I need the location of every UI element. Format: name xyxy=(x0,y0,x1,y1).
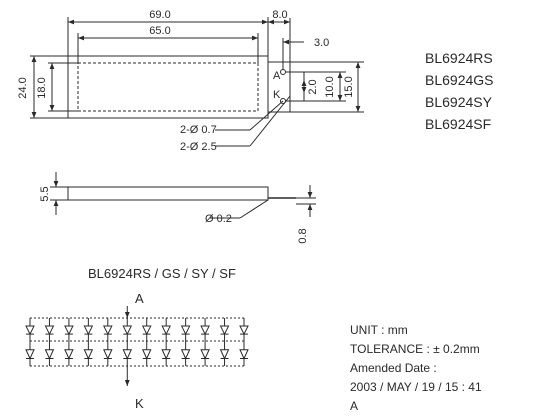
pin-diameter-callout: Ø 0.2 xyxy=(205,213,232,225)
dim-width-inner: 65.0 xyxy=(149,25,170,37)
led-diode-icon xyxy=(200,349,210,360)
side-view-body xyxy=(67,186,269,201)
hole-large-callout: 2-Ø 2.5 xyxy=(180,141,217,153)
dim-tab-width: 8.0 xyxy=(272,9,287,21)
dim-pin-span: 10.0 xyxy=(324,76,336,97)
led-diode-icon xyxy=(103,325,113,336)
model-list: BL6924RS BL6924GS BL6924SY BL6924SF xyxy=(425,50,494,132)
led-diode-icon xyxy=(44,349,55,360)
led-diode-icon xyxy=(44,325,55,336)
top-view-outer-outline xyxy=(67,55,269,119)
top-view-inner-window xyxy=(77,62,259,112)
led-diode-icon xyxy=(180,349,191,360)
dim-pin-span-inner: 2.0 xyxy=(307,79,319,94)
led-diode-icon xyxy=(64,325,74,336)
dim-height-outer: 24.0 xyxy=(17,77,29,98)
pin-tab xyxy=(267,61,291,113)
revision-letter: A xyxy=(350,399,358,413)
led-diode-icon xyxy=(83,325,94,336)
led-diode-icon xyxy=(25,325,35,336)
anode-label: A xyxy=(135,291,144,306)
led-diode-icon xyxy=(141,325,152,336)
cathode-label: K xyxy=(135,396,144,411)
led-circuit xyxy=(25,306,249,386)
dim-pin-span-outer: 15.0 xyxy=(343,76,355,97)
led-diode-icon xyxy=(219,349,230,360)
circuit-title: BL6924RS / GS / SY / SF xyxy=(88,266,236,281)
led-diode-icon xyxy=(219,325,230,336)
dim-thickness: 5.5 xyxy=(39,186,51,201)
led-diode-icon xyxy=(141,349,152,360)
top-view-labels: 69.0 65.0 8.0 3.0 24.0 18.0 2.0 10.0 15.… xyxy=(17,9,355,153)
led-diode-icon xyxy=(25,349,35,360)
led-diode-icon xyxy=(122,325,133,336)
dim-tab-offset: 3.0 xyxy=(314,37,329,49)
notes-block: UNIT : mm TOLERANCE : ± 0.2mm Amended Da… xyxy=(350,323,482,413)
led-diode-icon xyxy=(83,349,94,360)
pin-label-a: A xyxy=(273,70,281,82)
led-diode-icon xyxy=(103,349,113,360)
led-diode-icon xyxy=(161,325,171,336)
pin-label-k: K xyxy=(273,89,281,101)
model-item: BL6924SF xyxy=(425,116,491,132)
side-view-labels: 5.5 Ø 0.2 0.8 xyxy=(39,186,309,243)
model-item: BL6924GS xyxy=(425,72,494,88)
led-diode-icon xyxy=(161,349,171,360)
dim-pin-length: 0.8 xyxy=(297,228,309,243)
top-view xyxy=(30,17,364,147)
unit-note: UNIT : mm xyxy=(350,323,408,337)
model-item: BL6924SY xyxy=(425,94,493,110)
dim-height-inner: 18.0 xyxy=(36,77,48,98)
led-diode-icon xyxy=(64,349,74,360)
amended-date: 2003 / MAY / 19 / 15 : 41 xyxy=(350,380,482,394)
hole-small-callout: 2-Ø 0.7 xyxy=(180,124,217,136)
led-diode-icon xyxy=(200,325,210,336)
led-diode-icon xyxy=(239,349,249,360)
tolerance-note: TOLERANCE : ± 0.2mm xyxy=(350,342,480,356)
side-view xyxy=(50,172,316,219)
led-diode-icon xyxy=(239,325,249,336)
model-item: BL6924RS xyxy=(425,50,493,66)
amended-label: Amended Date : xyxy=(350,361,437,375)
dim-width-outer: 69.0 xyxy=(149,9,170,21)
led-diode-icon xyxy=(122,349,133,360)
led-diode-icon xyxy=(180,325,191,336)
pin-hole-top xyxy=(280,69,286,75)
